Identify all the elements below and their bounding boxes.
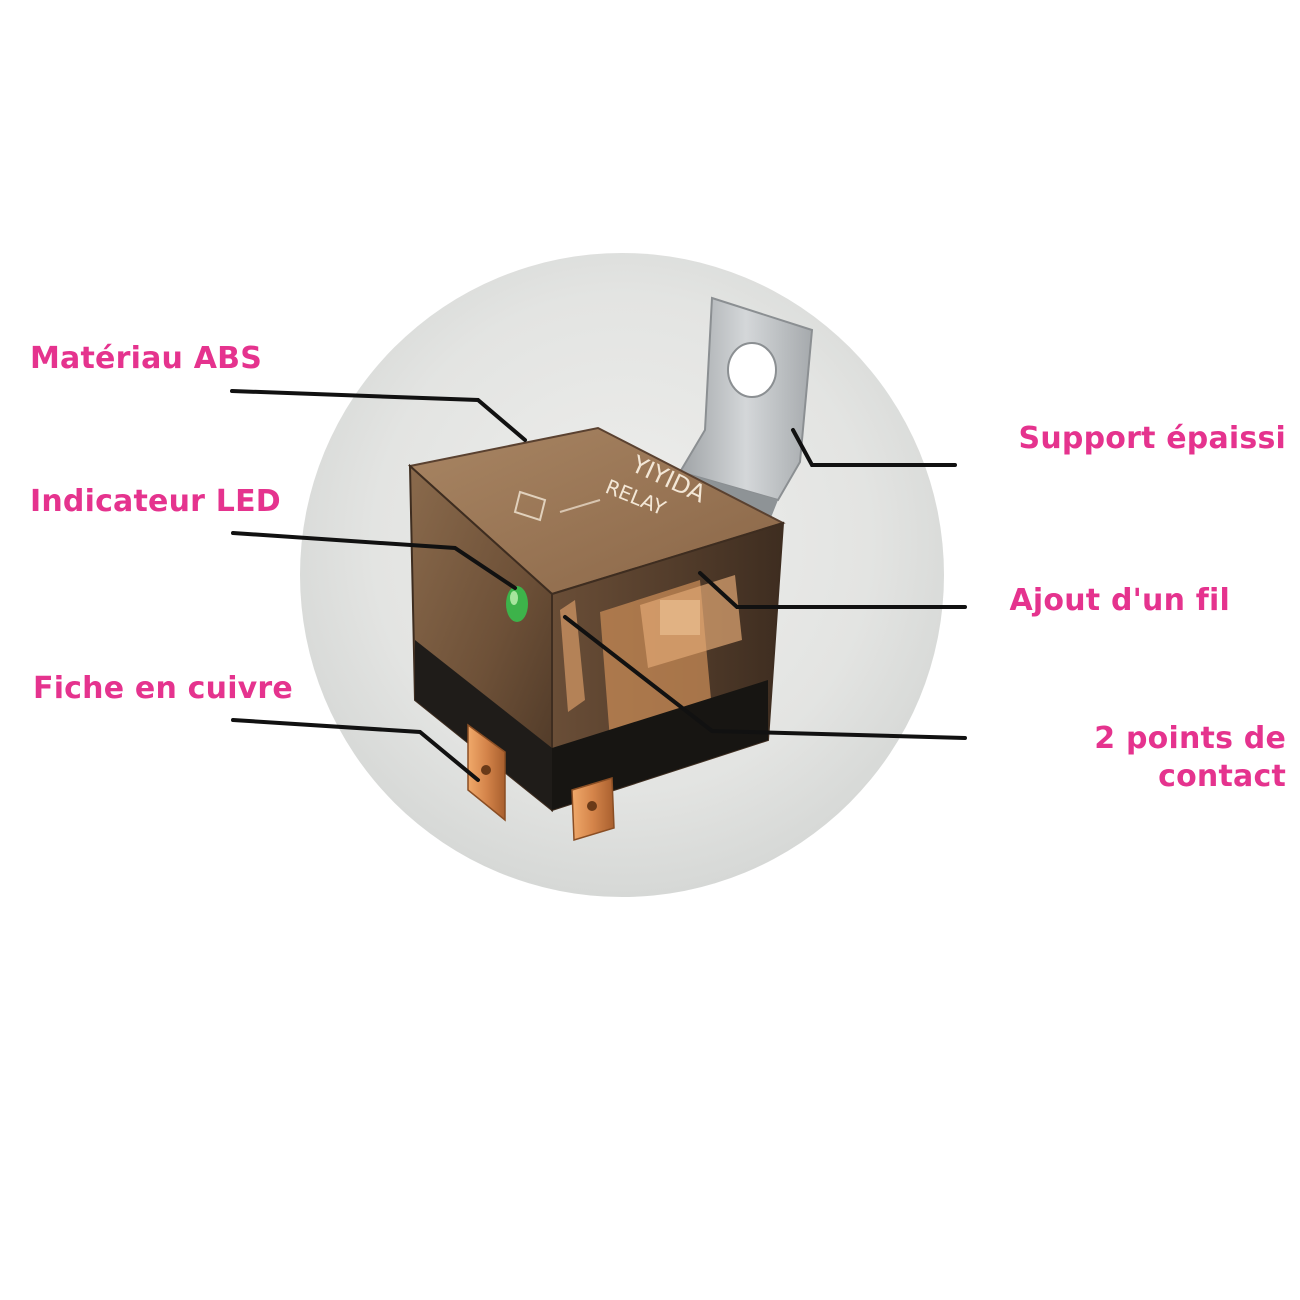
leader-line-fiche xyxy=(231,718,480,782)
label-points-contact-line1: 2 points de xyxy=(1094,721,1286,756)
label-points-contact: 2 points de contact xyxy=(1094,720,1286,796)
leader-line-support xyxy=(791,428,957,467)
leader-line-points xyxy=(563,615,967,740)
label-points-contact-line2: contact xyxy=(1158,759,1286,794)
label-ajout-fil: Ajout d'un fil xyxy=(1009,583,1230,618)
leader-line-indicateur xyxy=(231,531,517,590)
led-indicator xyxy=(506,586,528,622)
leader-lines xyxy=(230,389,967,782)
label-materiau-abs: Matériau ABS xyxy=(30,341,262,376)
leader-line-materiau xyxy=(230,389,527,442)
label-support-epaissi: Support épaissi xyxy=(1018,421,1286,456)
leader-line-ajout xyxy=(698,571,967,609)
copper-pins xyxy=(467,723,615,841)
label-fiche-en-cuivre: Fiche en cuivre xyxy=(33,671,293,706)
label-indicateur-led: Indicateur LED xyxy=(30,484,281,519)
